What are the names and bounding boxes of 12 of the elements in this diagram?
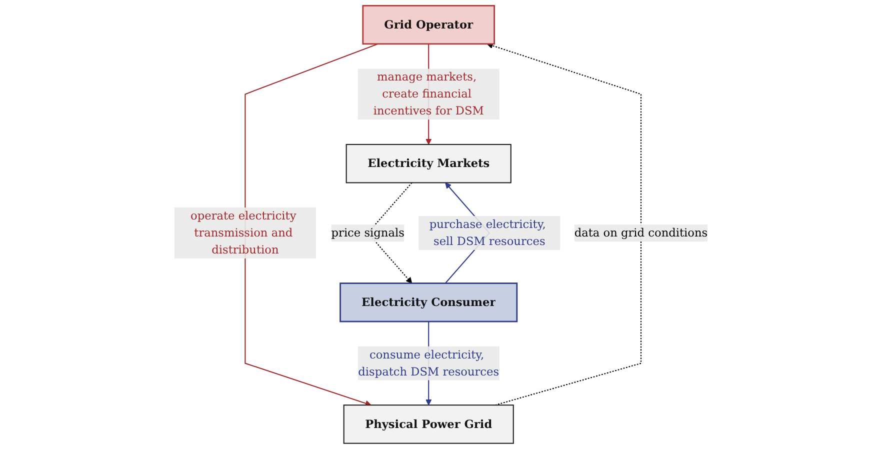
node-box: Electricity Consumer (340, 282, 518, 322)
node-box: Grid Operator (362, 4, 496, 45)
edge-label: data on grid conditions (574, 226, 708, 240)
edge-label: price signals (331, 226, 404, 240)
edge-label: purchase electricity, sell DSM resources (429, 217, 546, 248)
edge-label: operate electricity transmission and distribution (190, 208, 296, 256)
node-box: Electricity Markets (346, 144, 512, 184)
arrow (486, 42, 642, 406)
node-box: Physical Power Grid (343, 404, 514, 444)
edge-label: consume electricity, dispatch DSM resources (358, 348, 500, 378)
arrow (244, 43, 378, 406)
edge-label: manage markets, create financial incentives for DSM (373, 70, 484, 118)
